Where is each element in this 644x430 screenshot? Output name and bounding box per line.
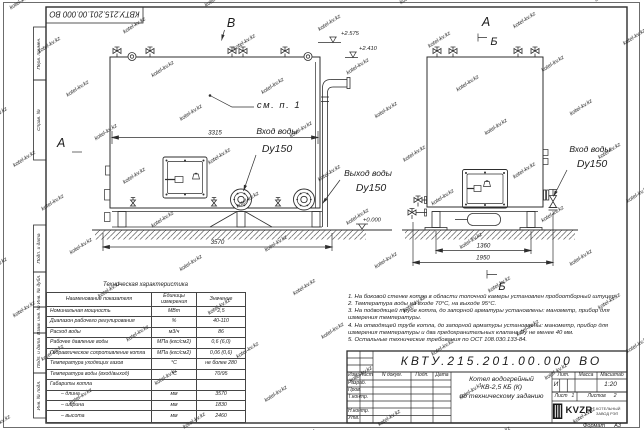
- spec-row-name: Рабочее давление воды: [47, 338, 152, 349]
- spec-row-name: – длина: [47, 390, 152, 401]
- spec-row-unit: °С: [152, 359, 197, 370]
- tb-sheets-cell: Листов 2: [577, 392, 627, 401]
- kvzr-sub2: ЗАВОД РЭП: [596, 410, 619, 416]
- spec-table-title: Техническая характеристика: [103, 282, 188, 288]
- spec-row-name: – ширина: [47, 400, 152, 412]
- format-cell: Формат А3: [540, 423, 627, 430]
- tb-row-tkontr: Т.контр.: [348, 393, 369, 400]
- technical-notes: 1. На боковой стенке котла в области топ…: [348, 294, 627, 345]
- spec-row-unit: МВт: [152, 307, 197, 318]
- note-3: 3. На подводящей трубе котла, до запорно…: [348, 308, 610, 322]
- spec-col3-header: Значение: [197, 293, 245, 307]
- spec-row-value: 40-110: [197, 317, 245, 328]
- note-1: 1. На боковой стенке котла в области топ…: [348, 293, 615, 300]
- tb-doc-line3: по техническому заданию: [459, 392, 544, 400]
- tb-sheet-cell: Лист 1: [552, 392, 577, 401]
- spec-row-value: 3570: [197, 391, 245, 401]
- tb-col-podp: Подп.: [415, 372, 429, 379]
- spec-row-value: [197, 380, 245, 391]
- spec-row-name: Расход воды: [47, 327, 152, 339]
- kvzr-logo-subtext: КОТЕЛЬНЫЙ ЗАВОД РЭП: [596, 405, 626, 419]
- tb-mass-label: Масса: [578, 371, 594, 378]
- tb-row-utv: Утв.: [348, 415, 360, 422]
- spec-row-unit: мм: [152, 411, 197, 422]
- spec-row-unit: мм: [152, 390, 197, 401]
- spec-row-value: 1830: [197, 401, 245, 412]
- tb-sheets-value: 2: [613, 392, 617, 399]
- tb-col-ndok: N докум.: [381, 372, 403, 379]
- tb-sheet-label: Лист: [554, 392, 568, 399]
- spec-row-name: Номинальная мощность: [47, 307, 152, 318]
- tb-doc-line2: КВ-2,5 КБ (К): [481, 384, 522, 392]
- spec-row-name: – высота: [47, 411, 152, 422]
- spec-row-name: Габариты котла: [47, 380, 152, 391]
- tb-doc-title: Котел водогрейный КВ-2,5 КБ (К) по техни…: [451, 374, 552, 403]
- tb-col-izm: Изм.: [348, 372, 359, 379]
- spec-row-value: 86: [197, 328, 245, 339]
- title-block-designation: КВТУ.215.201.00.000 ВО: [400, 354, 603, 369]
- spec-row-unit: м3/ч: [152, 327, 197, 339]
- tb-row-nkontr: Н.контр.: [348, 407, 370, 414]
- spec-col1-header: Наименование показателя: [47, 293, 152, 307]
- tb-sheets-label: Листов: [587, 392, 606, 399]
- spec-row-value: 2,5: [197, 307, 245, 318]
- spec-row-name: Температура уходящих газов: [47, 359, 152, 370]
- kvzr-sub1: КОТЕЛЬНЫЙ: [596, 405, 621, 411]
- format-label: Формат: [582, 422, 606, 429]
- spec-row-name: Температура воды (вход/выход): [47, 369, 152, 381]
- tb-row-prov: Пров.: [348, 386, 362, 393]
- spec-row-unit: %: [152, 317, 197, 328]
- spec-row-value: 0,06 (0,6): [197, 349, 245, 360]
- spec-row-unit: мм: [152, 400, 197, 412]
- kvzr-logo-text: KVZR: [565, 405, 593, 417]
- spec-table: Наименование показателя Единицы измерени…: [46, 292, 246, 423]
- tb-sheet-value: 1: [571, 392, 575, 399]
- spec-row-value: 0,6 (6,0): [197, 338, 245, 349]
- spec-row-unit: °С: [152, 369, 197, 381]
- tb-doc-line1: Котел водогрейный: [469, 376, 534, 383]
- tb-scale-label: Масштаб: [600, 371, 624, 378]
- tb-lit-value: И: [553, 381, 559, 389]
- spec-row-name: Диапазон рабочего регулирования: [47, 317, 152, 328]
- tb-col-list: Лист: [360, 372, 373, 379]
- spec-row-value: 2460: [215, 412, 227, 419]
- format-value: А3: [614, 422, 621, 429]
- spec-row-value: 70/95: [197, 370, 245, 381]
- tb-row-razrab: Разраб.: [348, 379, 367, 386]
- spec-row-value: не более 280: [197, 359, 245, 370]
- note-2: 2. Температура воды на входе 70°С, на вы…: [348, 300, 497, 307]
- tb-scale-value: 1:20: [604, 381, 617, 389]
- note-5: 5. Остальные технические требования по О…: [348, 337, 528, 344]
- spec-row-name: Гидравлическое сопротивление котла: [47, 348, 152, 360]
- spec-col2-header: Единицы измерения: [152, 293, 197, 307]
- tb-lit-label: Лит.: [557, 371, 570, 378]
- spec-row-unit: [152, 380, 197, 391]
- tb-col-data: Дата: [435, 372, 449, 379]
- spec-row-unit: МПа (кгс/см2): [152, 338, 197, 349]
- spec-row-unit: МПа (кгс/см2): [152, 348, 197, 360]
- note-4: 4. На отводящей трубе котла, до запорной…: [348, 322, 609, 336]
